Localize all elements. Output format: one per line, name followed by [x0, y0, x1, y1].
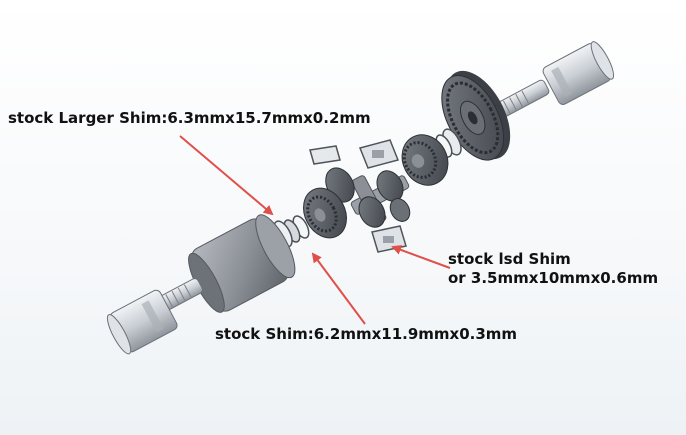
larger-shim-callout: stock Larger Shim:6.3mmx15.7mmx0.2mm [8, 109, 371, 127]
left-shims [273, 215, 310, 248]
upper-lsd-shim [358, 139, 400, 169]
left-output-cup [106, 289, 178, 355]
left-side-bevel-gear [303, 187, 347, 239]
lsd-shim-callout-line2: or 3.5mmx10mmx0.6mm [448, 269, 659, 287]
stock-shim-arrow [311, 252, 366, 325]
larger-shim-arrow [179, 135, 274, 216]
top-small-shim [309, 145, 341, 165]
lsd-shim-callout-line1: stock lsd Shim [448, 250, 571, 268]
lsd-shim-callout: stock lsd Shim or 3.5mmx10mmx0.6mm [448, 250, 658, 288]
lsd-shim-arrow [391, 245, 451, 269]
stock-shim-callout: stock Shim:6.2mmx11.9mmx0.3mm [215, 325, 518, 343]
diff-housing [188, 214, 296, 313]
right-output-cup [542, 41, 615, 105]
right-side-bevel-gear [401, 134, 449, 186]
spider-gear-assembly [325, 167, 411, 228]
lower-lsd-shim [371, 225, 407, 253]
